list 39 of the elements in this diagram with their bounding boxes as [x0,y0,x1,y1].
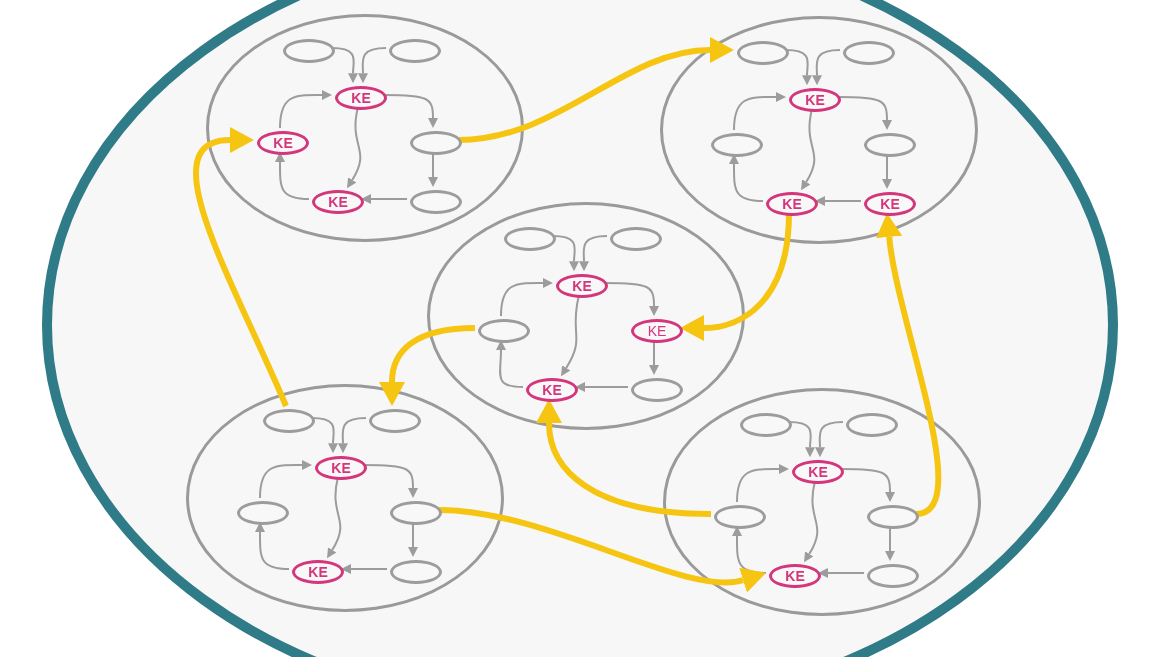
arrow [815,196,862,206]
arrow [438,507,767,593]
arrow [812,49,841,86]
arrow [458,38,734,143]
arrow [331,47,358,84]
arrow [193,128,289,408]
arrow [279,90,332,129]
arrow [496,340,524,388]
arrow [275,152,310,200]
group-ellipse [663,388,981,616]
arrow [575,382,629,392]
arrow [380,325,476,406]
arrow [733,92,786,131]
arrow [736,464,789,503]
arrow [788,421,815,458]
arrow [837,96,892,130]
arrow [579,235,608,272]
arrow [785,49,812,86]
arrow [363,464,418,498]
arrow [818,568,865,578]
arrow [840,468,895,502]
arrow [552,235,579,272]
group-ellipse [427,202,745,430]
arrow [361,194,408,204]
arrow [537,399,712,517]
arrow [383,94,438,128]
arrow [341,564,388,574]
arrow [604,282,659,316]
arrow [729,154,764,202]
arrow [259,460,312,499]
group-ellipse [206,14,524,242]
arrow [255,522,290,570]
arrow [500,278,553,317]
arrow [338,417,367,454]
group-ellipse [660,16,978,244]
arrow [815,421,844,458]
group-ellipse [186,384,504,612]
arrow [311,417,338,454]
arrow [358,47,387,84]
